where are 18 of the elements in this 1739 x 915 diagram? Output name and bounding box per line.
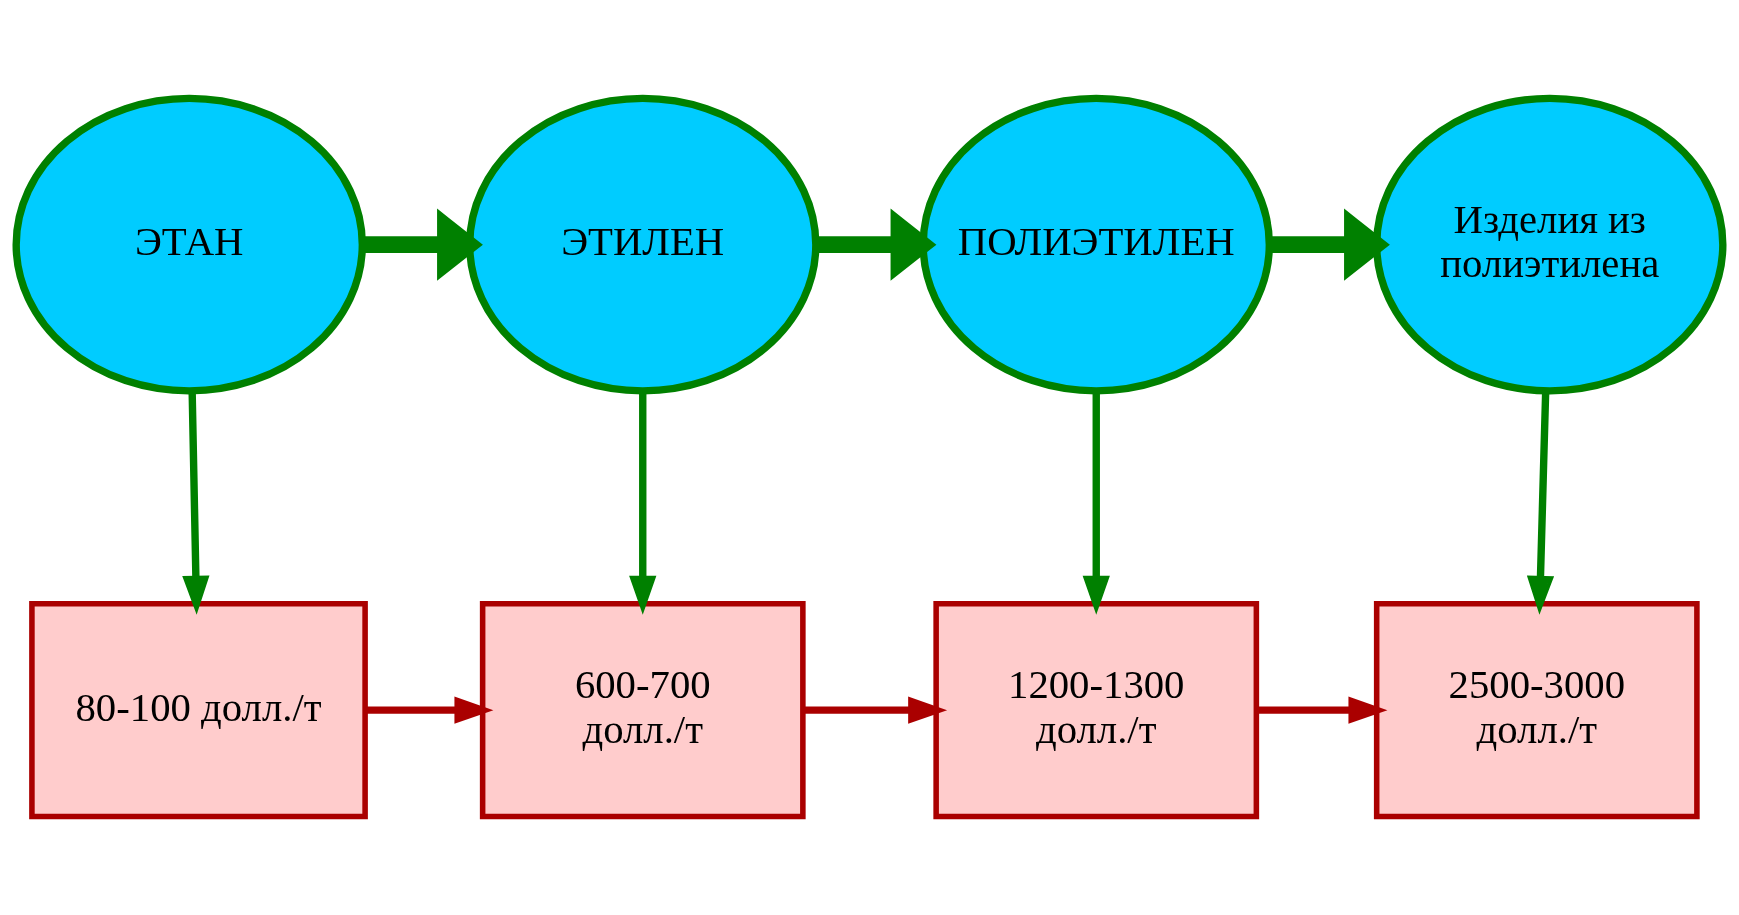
- arrow: [1257, 696, 1388, 724]
- arrow: [1526, 391, 1555, 615]
- node-box: 2500-3000 долл./т: [1373, 600, 1700, 820]
- arrow: [1082, 391, 1110, 615]
- arrow: [1269, 208, 1390, 281]
- node-box: 1200-1300 долл./т: [933, 600, 1260, 820]
- arrow: [816, 208, 937, 281]
- arrow: [362, 208, 483, 281]
- arrow: [365, 696, 494, 724]
- node-box: 600-700 долл./т: [479, 600, 806, 820]
- node-ellipse: ПОЛИЭТИЛЕН: [919, 94, 1273, 395]
- arrow: [182, 391, 210, 615]
- arrow: [629, 391, 657, 615]
- node-box: 80-100 долл./т: [29, 600, 368, 820]
- node-ellipse: ЭТАН: [12, 94, 366, 395]
- node-ellipse: Изделия из полиэтилена: [1373, 94, 1727, 395]
- node-ellipse: ЭТИЛЕН: [466, 94, 820, 395]
- arrow: [803, 696, 948, 724]
